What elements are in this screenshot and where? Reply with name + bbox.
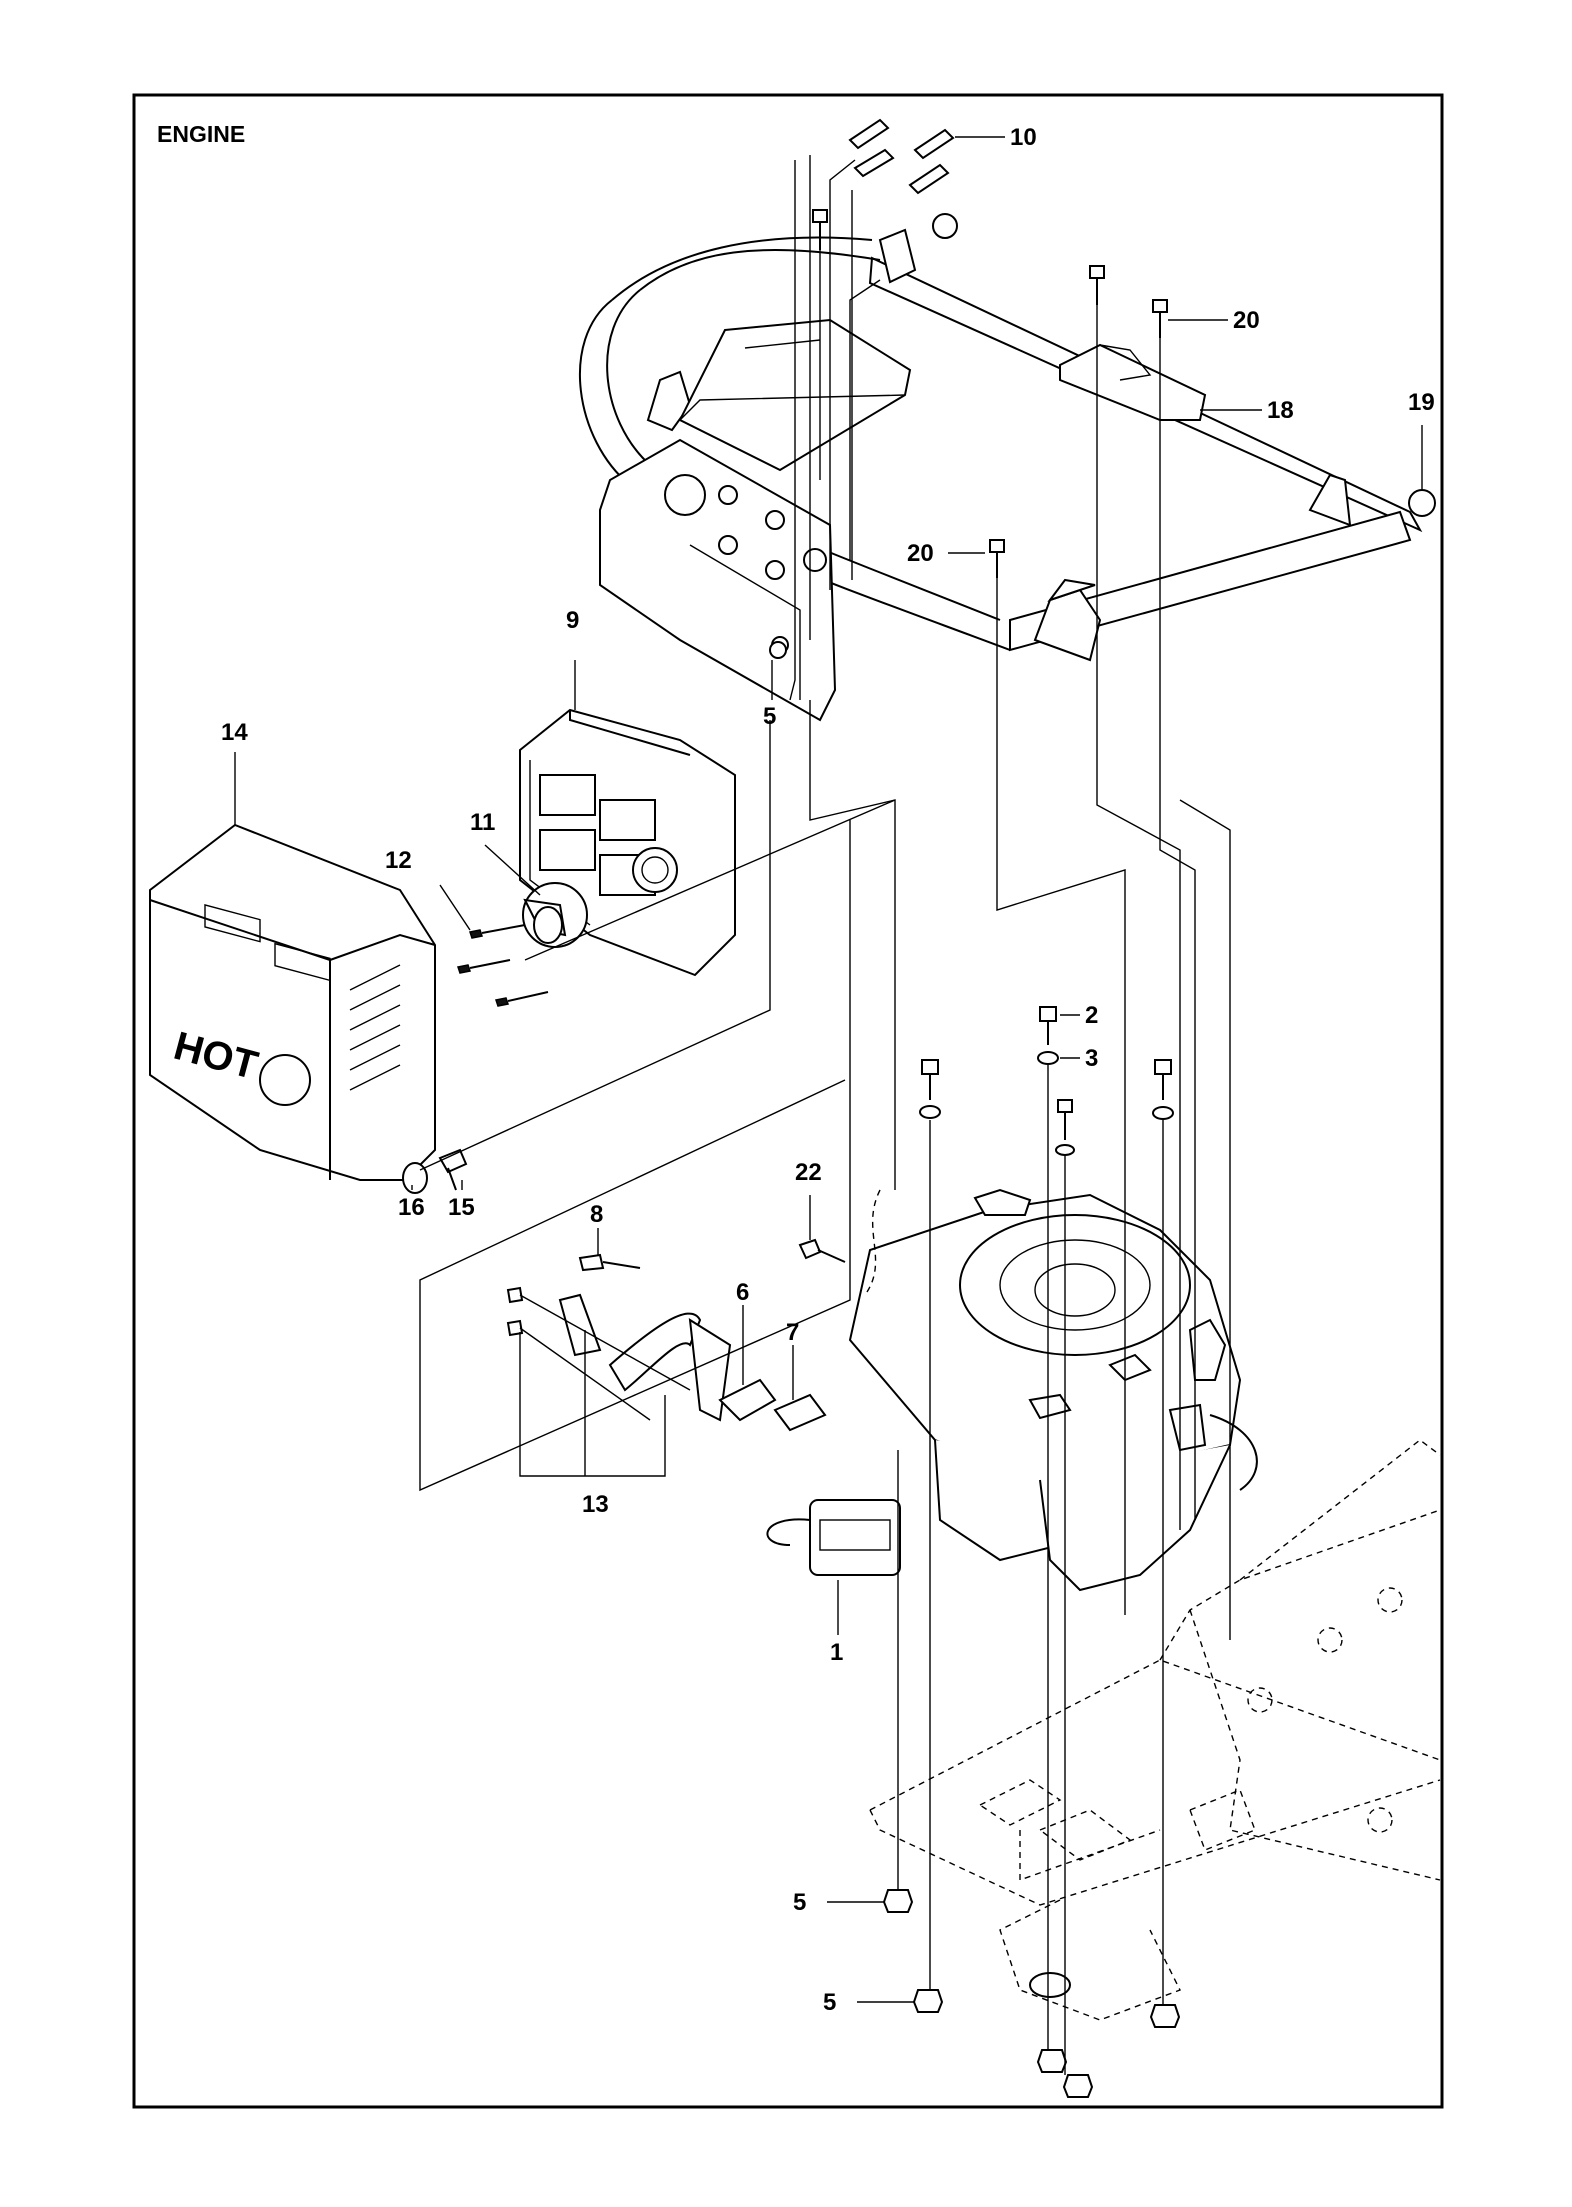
callout-5-bottom: 5 bbox=[823, 1989, 836, 2016]
callout-5-lower: 5 bbox=[793, 1889, 806, 1916]
spark-arrester bbox=[522, 882, 588, 948]
exhaust-parts bbox=[506, 1253, 827, 1432]
callout-13: 13 bbox=[582, 1491, 609, 1518]
engine bbox=[766, 1188, 1258, 1592]
callout-5-mid: 5 bbox=[763, 703, 776, 730]
callout-14: 14 bbox=[221, 719, 248, 746]
callout-15: 15 bbox=[448, 1194, 475, 1221]
callout-6: 6 bbox=[736, 1279, 749, 1306]
callout-22: 22 bbox=[795, 1159, 822, 1186]
callout-20-top: 20 bbox=[1233, 307, 1260, 334]
callout-2: 2 bbox=[1085, 1002, 1098, 1029]
callout-1: 1 bbox=[830, 1639, 843, 1666]
bolt-set-10 bbox=[812, 118, 1168, 578]
callout-20-mid: 20 bbox=[907, 540, 934, 567]
callout-18: 18 bbox=[1267, 397, 1294, 424]
callout-labels: 10 20 18 19 20 9 5 14 11 12 2 3 16 15 22… bbox=[221, 124, 1435, 2016]
callout-3: 3 bbox=[1085, 1045, 1098, 1072]
callout-12: 12 bbox=[385, 847, 412, 874]
diagram-frame bbox=[132, 93, 1444, 2109]
callout-9: 9 bbox=[566, 607, 579, 634]
callout-8: 8 bbox=[590, 1201, 603, 1228]
callout-19: 19 bbox=[1408, 389, 1435, 416]
chassis-outline bbox=[869, 1439, 1441, 2021]
engine-mount-bolts bbox=[919, 1006, 1174, 1156]
heat-shield: HOT bbox=[149, 823, 436, 1181]
callout-7: 7 bbox=[786, 1319, 799, 1346]
bolt-22 bbox=[798, 1189, 881, 1296]
callout-11: 11 bbox=[470, 809, 495, 836]
leader-lines bbox=[234, 136, 1423, 2075]
handle-frame-assembly bbox=[578, 213, 1436, 722]
callout-16: 16 bbox=[398, 1194, 425, 1221]
washer-and-bolt bbox=[402, 1148, 468, 1194]
nuts-5 bbox=[769, 641, 1181, 2098]
callout-10: 10 bbox=[1010, 124, 1037, 151]
diagram-title: ENGINE bbox=[157, 121, 245, 147]
screws-12 bbox=[457, 924, 549, 1007]
